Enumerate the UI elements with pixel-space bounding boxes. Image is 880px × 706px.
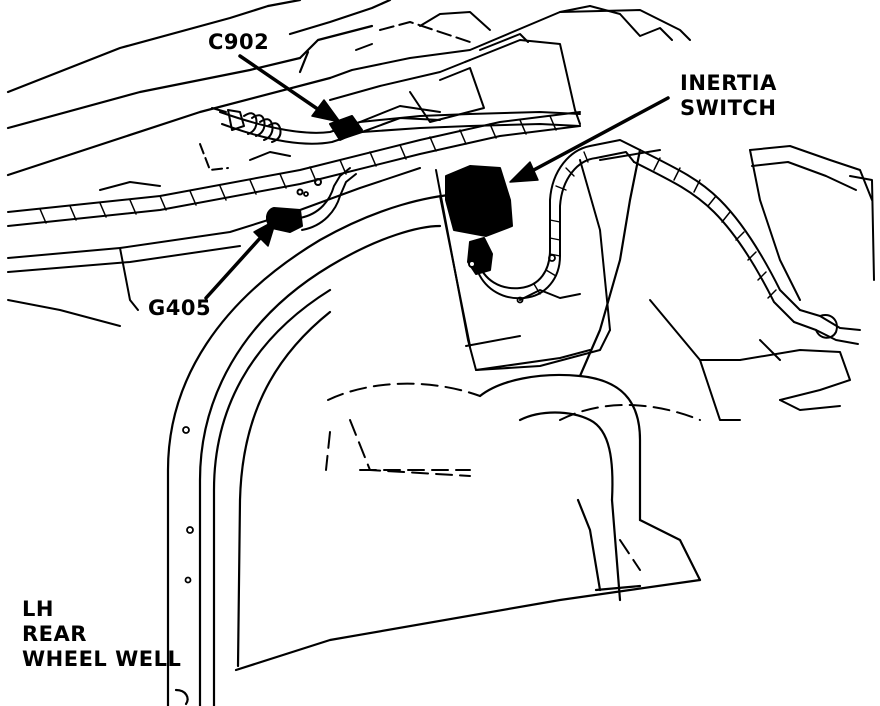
inertia-label-line2: SWITCH <box>680 96 777 120</box>
inertia-label-line1: INERTIA <box>680 71 777 95</box>
harness-ribbed-end <box>211 107 282 143</box>
c902-label: C902 <box>208 30 269 55</box>
wheel-label-line3: WHEEL WELL <box>22 647 182 671</box>
inertia-mount-panel <box>435 149 741 421</box>
diagonal-ribbed-cable <box>7 111 581 227</box>
inner-panel-dashed <box>325 382 701 571</box>
right-quarter-panel <box>633 145 875 411</box>
leader-arrows <box>204 54 670 300</box>
g405-label: G405 <box>148 296 211 321</box>
c902-label-text: C902 <box>208 30 270 54</box>
g405-ground <box>266 167 357 233</box>
trunk-lid-outline <box>6 0 392 177</box>
panel-holes <box>182 191 556 584</box>
inertia-switch-label: INERTIA SWITCH <box>680 71 777 121</box>
inner-arch <box>478 148 702 602</box>
inertia-harness <box>477 139 641 300</box>
wheel-label-line2: REAR <box>22 622 87 646</box>
g405-label-text: G405 <box>148 296 212 320</box>
inertia-switch-body <box>445 165 513 275</box>
upper-harness <box>219 105 581 145</box>
lh-rear-wheel-well-label: LH REAR WHEEL WELL <box>22 597 181 672</box>
shelf-lower-edge <box>7 143 421 327</box>
wheel-label-line1: LH <box>22 597 54 621</box>
package-shelf-outline <box>329 5 691 125</box>
wheel-well-arches <box>166 192 702 706</box>
arrow-heads <box>253 99 539 247</box>
